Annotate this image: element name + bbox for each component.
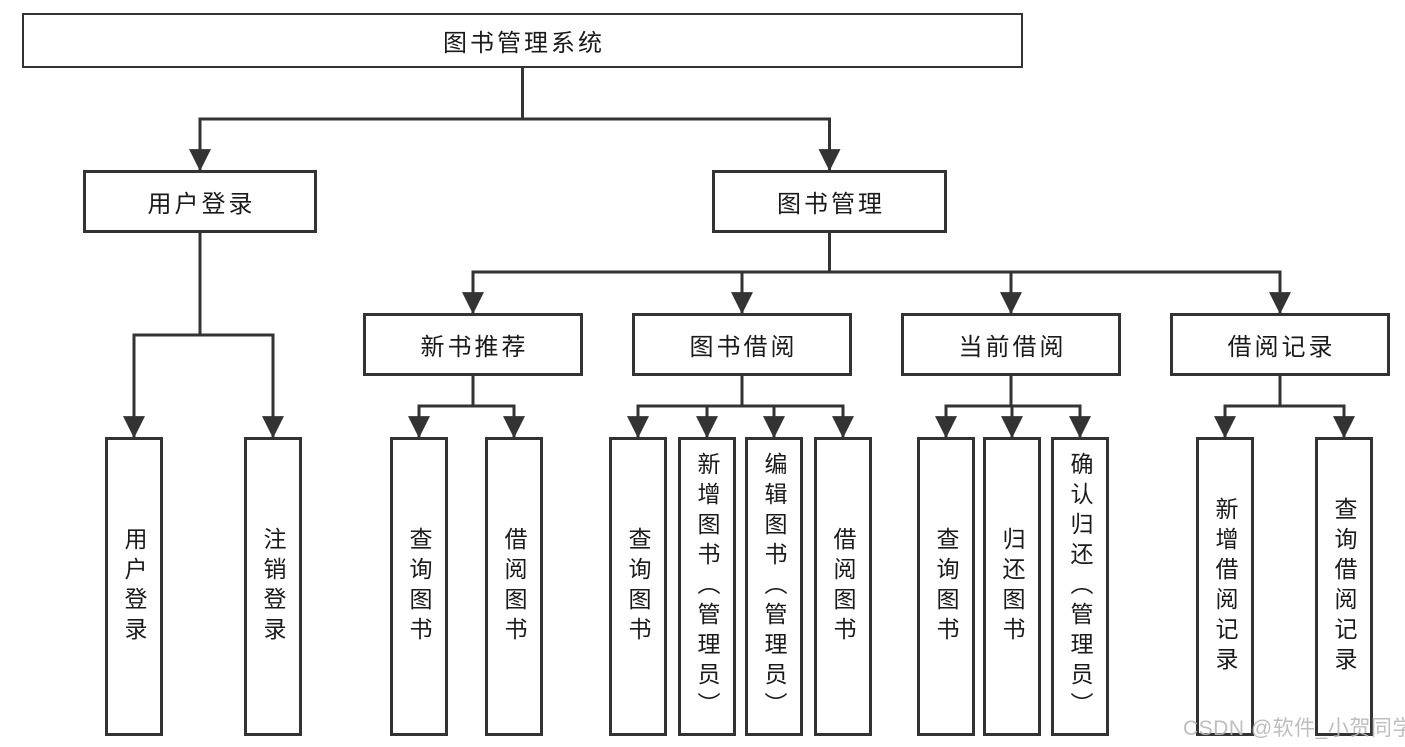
leaf-add-borrow-record: 新增借阅记录 [1196,437,1254,736]
csdn-watermark: CSDN @软件_小贺同学 [1183,717,1405,740]
leaf-return-books: 归还图书 [983,437,1041,736]
leaf-recommend-query-books: 查询图书 [390,437,448,736]
node-book-management: 图书管理 [712,170,947,233]
leaf-borrow-books: 借阅图书 [814,437,872,736]
leaf-recommend-borrow-books: 借阅图书 [485,437,543,736]
leaf-logout: 注销登录 [244,437,302,736]
leaf-user-login: 用户登录 [105,437,163,736]
leaf-confirm-return-admin: 确认归还（管理员） [1051,437,1109,736]
leaf-query-borrow-record: 查询借阅记录 [1315,437,1373,736]
node-library-system: 图书管理系统 [22,13,1023,68]
node-current-borrow: 当前借阅 [901,313,1121,376]
leaf-edit-books-admin: 编辑图书（管理员） [745,437,803,736]
node-book-borrow: 图书借阅 [632,313,852,376]
leaf-borrow-query-books: 查询图书 [609,437,667,736]
leaf-add-books-admin: 新增图书（管理员） [678,437,736,736]
node-user-login: 用户登录 [83,170,317,233]
leaf-current-query-books: 查询图书 [917,437,975,736]
node-new-book-recommend: 新书推荐 [363,313,583,376]
node-borrow-records: 借阅记录 [1170,313,1390,376]
